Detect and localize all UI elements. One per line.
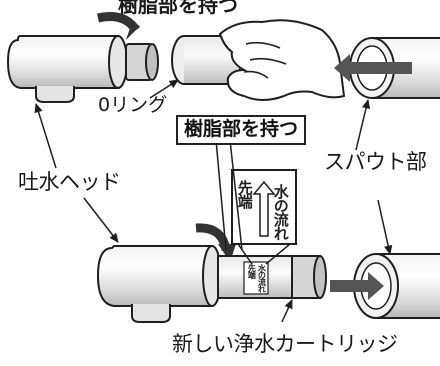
new-cartridge-label: 新しい浄水カートリッジ bbox=[172, 332, 398, 356]
spout-bottom bbox=[330, 253, 440, 319]
resin-hold-label: 樹脂部を持つ bbox=[176, 115, 307, 145]
label-callout bbox=[231, 169, 297, 265]
callout-flow-text: 水の流れ bbox=[271, 184, 290, 240]
o-ring-label: 0リング bbox=[98, 94, 168, 116]
callout-tip-text: 先端 bbox=[235, 180, 254, 208]
head-label: 吐水ヘッド bbox=[18, 170, 121, 194]
leader-lines bbox=[34, 79, 393, 323]
spout-label: スパウト部 bbox=[324, 150, 427, 174]
head-top bbox=[6, 12, 159, 103]
top-caption-cut: 樹脂部を持つ bbox=[118, 0, 238, 17]
cartridge-bottom bbox=[217, 255, 327, 299]
cartridge-flow-small: 水の流れ bbox=[257, 264, 267, 292]
spout-top bbox=[334, 37, 440, 99]
cartridge-tip-small: 先端 bbox=[247, 264, 257, 278]
head-bottom bbox=[96, 223, 236, 323]
hand bbox=[218, 19, 346, 101]
